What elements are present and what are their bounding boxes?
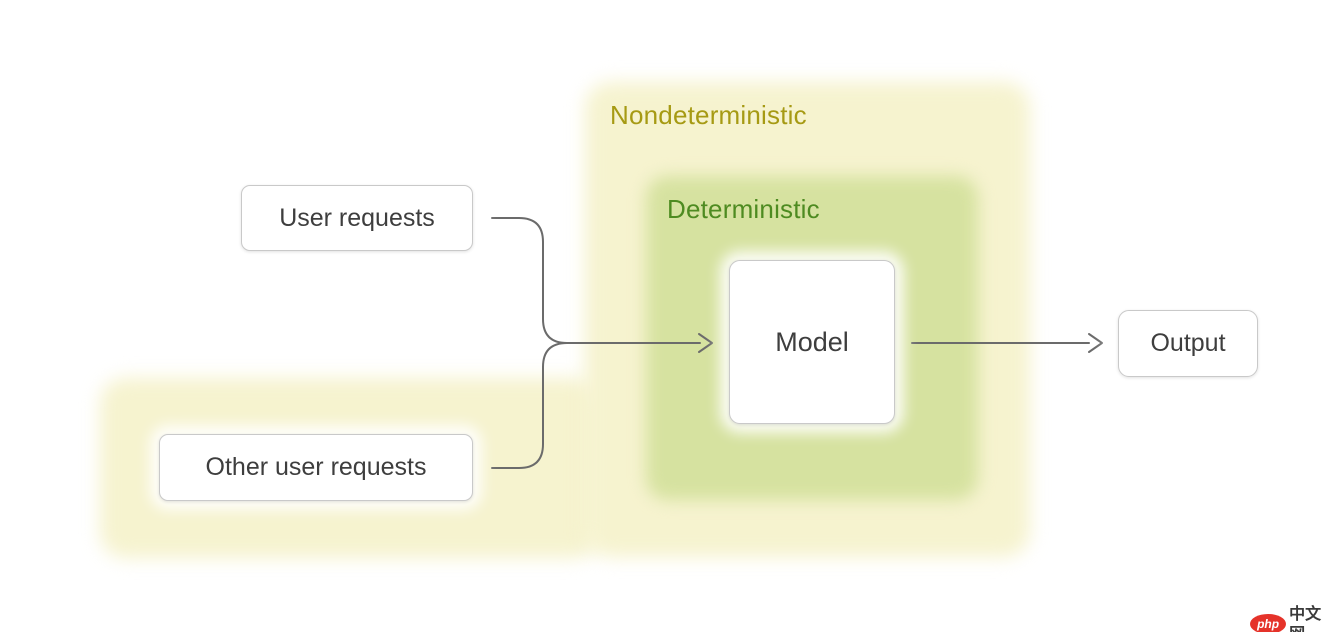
node-output-label: Output xyxy=(1150,329,1226,357)
region-nondeterministic-label: Nondeterministic xyxy=(610,100,807,130)
watermark-logo: php 中文网 xyxy=(1250,604,1336,632)
node-output: Output xyxy=(1118,310,1258,377)
node-other-user-requests: Other user requests xyxy=(159,434,473,501)
node-model-label: Model xyxy=(775,326,849,357)
arrowhead-into-output-icon xyxy=(1088,333,1103,353)
node-model: Model xyxy=(729,260,895,424)
node-other-user-requests-label: Other user requests xyxy=(205,453,427,481)
node-user-requests: User requests xyxy=(241,185,473,251)
php-badge-icon: php xyxy=(1250,614,1287,632)
watermark-site-name: 中文网 xyxy=(1289,604,1322,632)
region-deterministic-label: Deterministic xyxy=(667,194,820,224)
node-user-requests-label: User requests xyxy=(279,203,435,232)
